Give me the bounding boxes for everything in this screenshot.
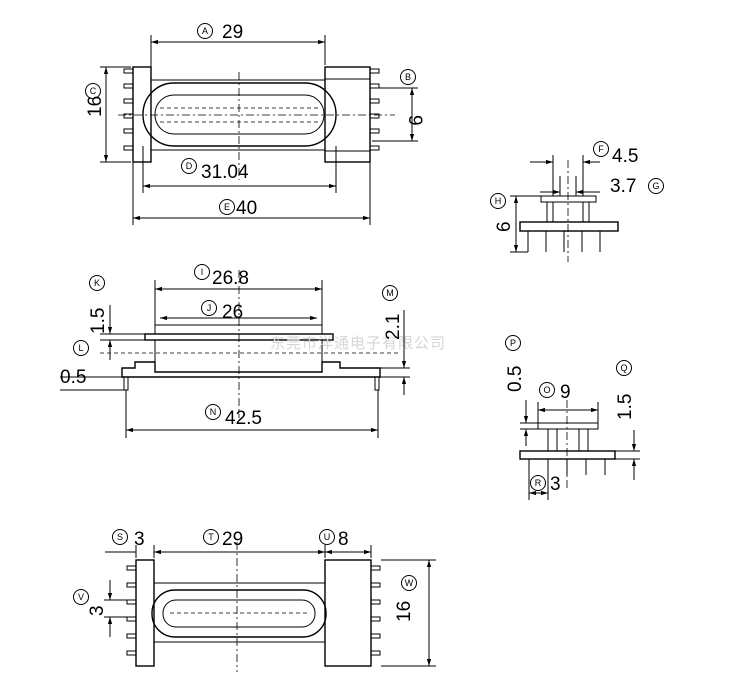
svg-text:H: H bbox=[495, 196, 502, 206]
dim-m-marker: M bbox=[382, 285, 398, 301]
bottom-left-flange bbox=[135, 559, 155, 667]
svg-text:S: S bbox=[117, 532, 123, 542]
dim-r-value: 3 bbox=[550, 474, 561, 495]
side-view bbox=[510, 155, 619, 262]
dim-a-value: 29 bbox=[222, 22, 243, 43]
dim-s-value: 3 bbox=[134, 529, 145, 550]
bottom-left-pins bbox=[126, 565, 137, 656]
svg-text:E: E bbox=[224, 202, 230, 212]
bottom-right-flange bbox=[324, 559, 372, 667]
dim-o-marker: O bbox=[539, 382, 555, 398]
dim-m-value: 2.1 bbox=[383, 314, 404, 340]
dim-w-marker: W bbox=[401, 575, 417, 591]
dim-c-marker: C bbox=[85, 83, 101, 99]
base bbox=[121, 361, 381, 378]
bottom-right-pins bbox=[370, 565, 381, 656]
dim-a-marker: A bbox=[197, 23, 213, 39]
dim-i-marker: I bbox=[194, 264, 210, 280]
bottom-view bbox=[104, 542, 436, 672]
bottom-oval bbox=[151, 589, 327, 638]
dim-o-value: 9 bbox=[560, 382, 571, 403]
dim-d-value: 31.04 bbox=[201, 162, 249, 183]
dim-s-marker: S bbox=[112, 529, 128, 545]
dim-j-marker: J bbox=[201, 300, 217, 316]
svg-text:R: R bbox=[535, 478, 542, 488]
dim-r-marker: R bbox=[530, 475, 546, 491]
dim-j-value: 26 bbox=[222, 302, 243, 323]
dim-f-value: 4.5 bbox=[612, 146, 638, 167]
side-base bbox=[519, 221, 619, 232]
dim-i-value: 26.8 bbox=[212, 268, 249, 289]
dim-t-marker: T bbox=[203, 529, 219, 545]
dim-p-value: 0.5 bbox=[505, 366, 526, 392]
svg-text:J: J bbox=[207, 303, 212, 313]
side-view-lower bbox=[519, 400, 640, 500]
svg-text:V: V bbox=[78, 592, 84, 602]
dim-n-marker: N bbox=[205, 404, 221, 420]
dim-g-value: 3.7 bbox=[610, 176, 636, 197]
dim-b-marker: B bbox=[400, 69, 416, 85]
dim-q-value: 1.5 bbox=[615, 394, 636, 420]
svg-text:O: O bbox=[543, 385, 550, 395]
dim-h-marker: H bbox=[490, 193, 506, 209]
svg-text:F: F bbox=[598, 144, 604, 154]
dim-n-value: 42.5 bbox=[225, 408, 262, 429]
dim-e-marker: E bbox=[219, 199, 235, 215]
svg-text:B: B bbox=[405, 72, 411, 82]
svg-text:K: K bbox=[94, 278, 100, 288]
svg-text:U: U bbox=[324, 532, 331, 542]
dim-b-value: 9 bbox=[404, 115, 425, 126]
svg-text:P: P bbox=[510, 338, 516, 348]
svg-text:C: C bbox=[90, 86, 97, 96]
top-view bbox=[100, 35, 418, 225]
svg-text:Q: Q bbox=[620, 363, 627, 373]
svg-text:W: W bbox=[405, 578, 414, 588]
dim-e-value: 40 bbox=[236, 198, 257, 219]
dim-v-value: 3 bbox=[87, 605, 108, 616]
svg-text:A: A bbox=[202, 26, 208, 36]
dim-c-value: 16 bbox=[85, 96, 106, 117]
right-flange bbox=[324, 66, 371, 163]
dim-u-value: 8 bbox=[338, 529, 349, 550]
dim-g-marker: G bbox=[648, 178, 664, 194]
dim-k-marker: K bbox=[89, 275, 105, 291]
dim-q-marker: Q bbox=[616, 360, 632, 376]
dim-k-value: 1.5 bbox=[88, 308, 109, 334]
dim-l-value: 0.5 bbox=[60, 367, 86, 388]
dim-p-marker: P bbox=[505, 335, 521, 351]
svg-text:I: I bbox=[201, 267, 204, 277]
side-lower-base bbox=[519, 450, 616, 460]
svg-text:T: T bbox=[208, 532, 214, 542]
oval-window bbox=[142, 82, 337, 147]
dim-v-marker: V bbox=[73, 589, 89, 605]
top-left-pins bbox=[123, 68, 134, 151]
svg-text:D: D bbox=[186, 161, 193, 171]
svg-text:G: G bbox=[652, 181, 659, 191]
dim-l-marker: L bbox=[73, 340, 89, 356]
dim-d-marker: D bbox=[181, 158, 197, 174]
front-view bbox=[60, 270, 410, 438]
svg-text:M: M bbox=[386, 288, 394, 298]
dim-w-value: 16 bbox=[394, 601, 415, 622]
dim-u-marker: U bbox=[319, 529, 335, 545]
left-flange bbox=[132, 66, 152, 163]
dim-f-marker: F bbox=[593, 141, 609, 157]
dim-h-value: 6 bbox=[494, 221, 515, 232]
svg-text:N: N bbox=[210, 407, 217, 417]
watermark: 东莞市洋通电子有限公司 bbox=[270, 334, 446, 352]
svg-text:L: L bbox=[78, 343, 83, 353]
top-right-pins bbox=[369, 68, 380, 151]
dim-t-value: 29 bbox=[222, 529, 243, 550]
